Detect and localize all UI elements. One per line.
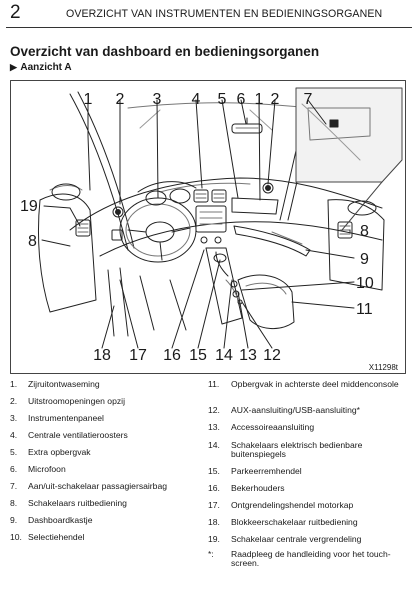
rear-console-storage — [237, 274, 295, 329]
legend-item: 3.Instrumentenpaneel — [10, 413, 104, 423]
footnote: *:Raadpleeg de handleiding voor het touc… — [208, 549, 391, 569]
legend-item: 6.Microfoon — [10, 464, 66, 474]
side-vents — [112, 182, 274, 218]
legend-item: 5.Extra opbergvak — [10, 447, 91, 457]
legend-item: 4.Centrale ventilatieroosters — [10, 430, 128, 440]
callout-8-right: 8 — [360, 223, 369, 240]
figure-frame — [10, 80, 406, 374]
inset-connector — [341, 181, 383, 231]
legend-item: 12.AUX-aansluiting/USB-aansluiting* — [208, 405, 360, 415]
callout-7: 7 — [304, 91, 313, 108]
callout-9: 9 — [360, 251, 369, 268]
triangle-marker-icon: ▶ — [10, 62, 17, 72]
callout-19: 19 — [20, 198, 38, 215]
view-label: Aanzicht A — [20, 62, 72, 73]
instrument-cluster — [137, 181, 197, 206]
rearview-mirror — [231, 117, 263, 134]
section-title: Overzicht van dashboard en bedieningsorg… — [10, 44, 320, 59]
legend-item: 7.Aan/uit-schakelaar passagiersairbag — [10, 481, 168, 491]
legend-item: 16.Bekerhouders — [208, 483, 285, 493]
callout-1-right: 1 — [255, 91, 264, 108]
callout-6: 6 — [237, 91, 246, 108]
callout-15: 15 — [189, 347, 207, 364]
center-console — [205, 247, 243, 325]
callout-3: 3 — [153, 91, 162, 108]
floor-lines — [107, 267, 187, 337]
legend-item: 9.Dashboardkastje — [10, 515, 93, 525]
callout-5: 5 — [218, 91, 227, 108]
callout-14: 14 — [215, 347, 233, 364]
steering-wheel — [119, 197, 197, 263]
callout-8-left: 8 — [28, 233, 37, 250]
callout-12: 12 — [263, 347, 281, 364]
callout-16: 16 — [163, 347, 181, 364]
callout-10: 10 — [356, 275, 374, 292]
header-divider — [6, 27, 412, 28]
glovebox-area — [231, 197, 311, 257]
legend-item: 15.Parkeerremhendel — [208, 466, 302, 476]
legend-item: 19.Schakelaar centrale vergrendeling — [208, 534, 362, 544]
left-door-panel — [37, 183, 123, 313]
callout-17: 17 — [129, 347, 147, 364]
callout-2-right: 2 — [271, 91, 280, 108]
inset-panel — [295, 87, 403, 183]
dashboard-outline — [69, 177, 383, 257]
callout-11: 11 — [356, 301, 373, 318]
legend-item: 13.Accessoireaansluiting — [208, 422, 315, 432]
callout-leaders — [41, 99, 355, 349]
callout-4: 4 — [192, 91, 201, 108]
callout-18: 18 — [93, 347, 111, 364]
legend-item: 14.Schakelaars elektrisch bedienbare bui… — [208, 440, 363, 460]
chapter-title: OVERZICHT VAN INSTRUMENTEN EN BEDIENINGS… — [66, 8, 383, 20]
figure-code: X11298t — [369, 363, 399, 372]
legend-item: 18.Blokkeerschakelaar ruitbediening — [208, 517, 358, 527]
dashboard-illustration: 1 2 3 4 5 6 1 2 7 19 8 8 9 10 11 18 17 1… — [10, 80, 406, 374]
page-number: 2 — [10, 2, 21, 23]
callout-13: 13 — [239, 347, 257, 364]
callout-2-left: 2 — [116, 91, 125, 108]
legend-item: 8.Schakelaars ruitbediening — [10, 498, 127, 508]
page-header: 2 OVERZICHT VAN INSTRUMENTEN EN BEDIENIN… — [0, 0, 416, 30]
callout-1-left: 1 — [84, 91, 93, 108]
view-subheading: ▶ Aanzicht A — [10, 62, 72, 73]
legend-item: 11.Opbergvak in achterste deel middencon… — [208, 379, 399, 389]
legend-item: 10.Selectiehendel — [10, 532, 85, 542]
legend-item: 17.Ontgrendelingshendel motorkap — [208, 500, 354, 510]
center-vents — [193, 189, 227, 244]
legend-item: 2.Uitstroomopeningen opzij — [10, 396, 125, 406]
legend-item: 1.Zijruitontwaseming — [10, 379, 100, 389]
